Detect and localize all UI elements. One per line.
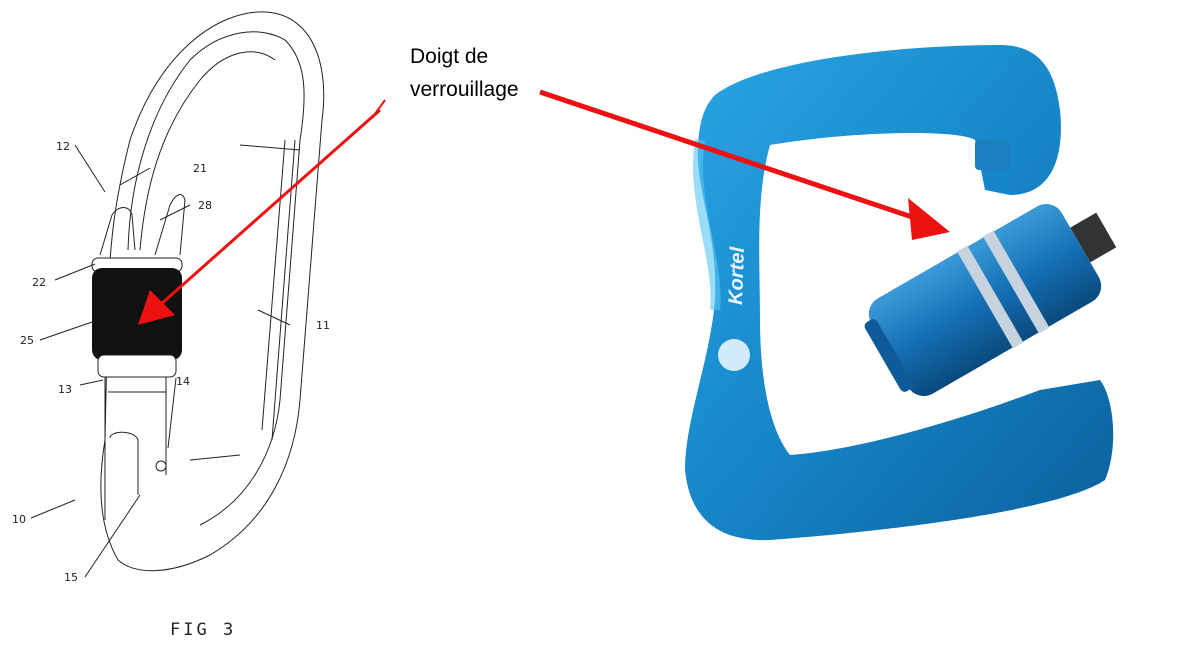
arrow-to-photo-sleeve bbox=[539, 89, 950, 240]
ref-label-25: 25 bbox=[20, 334, 34, 347]
brand-logo: Kortel bbox=[725, 246, 749, 305]
annotation-text-line2: verrouillage bbox=[410, 78, 519, 101]
photo-carabiner: Kortel bbox=[685, 45, 1117, 541]
ref-label-11: 11 bbox=[316, 319, 330, 332]
ref-label-22: 22 bbox=[32, 276, 46, 289]
patent-carabiner-drawing: 12 21 28 22 25 11 13 14 10 15 FIG 3 bbox=[12, 11, 330, 640]
ref-label-10: 10 bbox=[12, 513, 26, 526]
ref-label-14: 14 bbox=[176, 375, 190, 388]
ref-label-21: 21 bbox=[193, 162, 207, 175]
ref-label-15: 15 bbox=[64, 571, 78, 584]
ref-label-12: 12 bbox=[56, 140, 70, 153]
ref-label-13: 13 bbox=[58, 383, 72, 396]
annotation: Doigt de verrouillage bbox=[138, 45, 950, 325]
locking-gate-sleeve bbox=[864, 203, 1117, 397]
locking-sleeve bbox=[92, 268, 182, 360]
arrow-to-patent-sleeve bbox=[138, 99, 386, 325]
figure-caption: FIG 3 bbox=[170, 620, 236, 640]
ref-label-28: 28 bbox=[198, 199, 212, 212]
annotation-text-line1: Doigt de bbox=[410, 45, 488, 68]
